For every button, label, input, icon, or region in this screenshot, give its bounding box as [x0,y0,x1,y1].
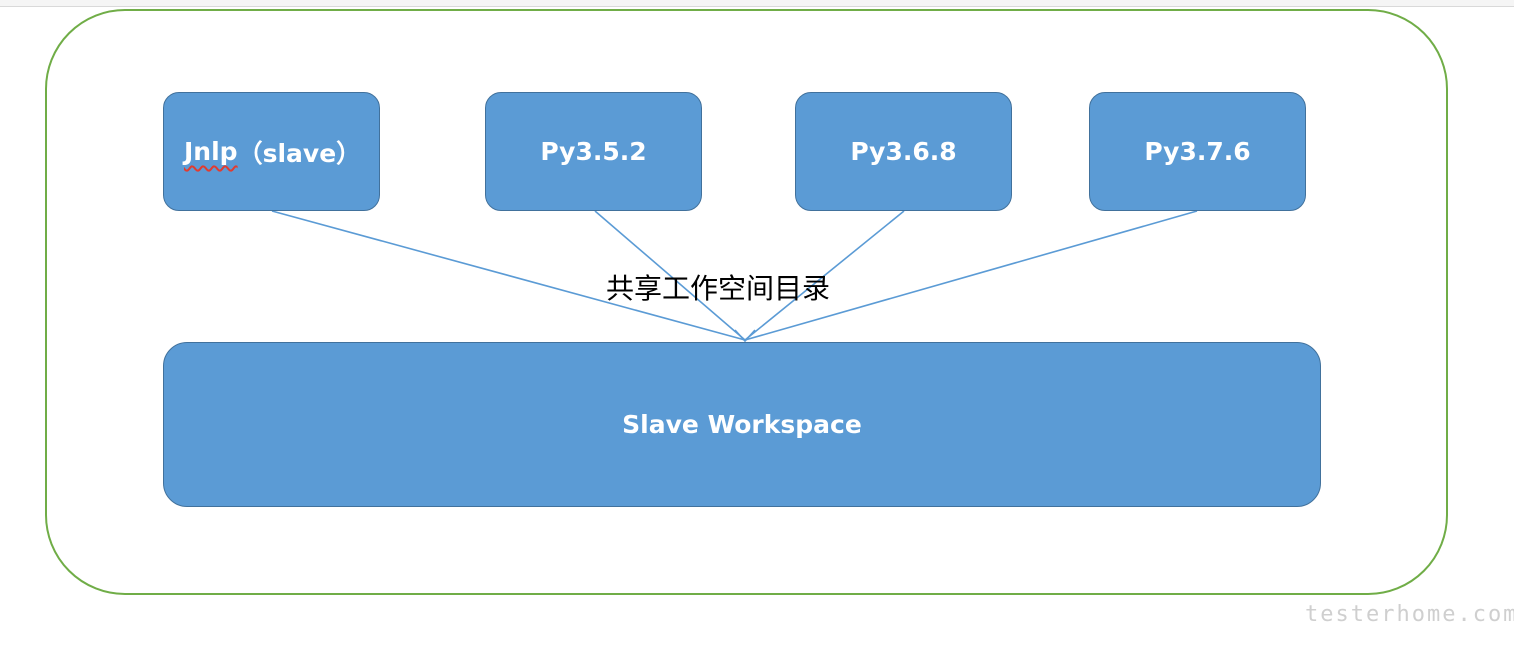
diagram-container [45,9,1448,595]
node-jnlp-slave: Jnlp（slave） [163,92,380,211]
node-py376-label: Py3.7.6 [1144,137,1251,166]
node-py368: Py3.6.8 [795,92,1012,211]
node-py352: Py3.5.2 [485,92,702,211]
top-rule [0,0,1514,7]
shared-workspace-label: 共享工作空间目录 [606,272,831,305]
node-py376: Py3.7.6 [1089,92,1306,211]
node-workspace-label: Slave Workspace [622,410,862,439]
node-slave-workspace: Slave Workspace [163,342,1321,507]
node-py352-label: Py3.5.2 [540,137,647,166]
node-py368-label: Py3.6.8 [850,137,957,166]
node-jnlp-qualifier: （slave） [237,138,362,168]
watermark: testerhome.com [1305,602,1514,627]
node-jnlp-name: Jnlp [184,137,238,166]
